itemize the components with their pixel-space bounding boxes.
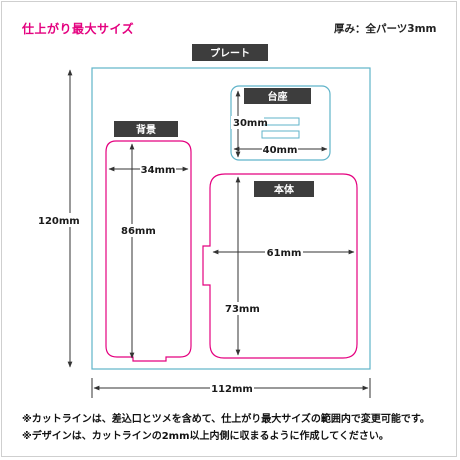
back-label-box — [114, 121, 178, 137]
plate-height-label: 120mm — [38, 216, 80, 227]
plate-label: プレート — [210, 47, 250, 60]
plate-label-box — [192, 44, 268, 61]
base-slot-bottom — [261, 130, 300, 139]
back-label: 背景 — [136, 123, 156, 136]
base-label: 台座 — [268, 90, 288, 103]
base-height-label: 30mm — [233, 118, 268, 129]
note-design-margin: ※デザインは、カットラインの2mm以上内側に収まるように作成してください。 — [22, 431, 389, 442]
back-height-label: 86mm — [121, 226, 156, 237]
plate-width-label: 112mm — [211, 384, 253, 395]
body-label: 本体 — [274, 183, 295, 196]
back-cut-outline — [105, 140, 192, 362]
body-width-label: 61mm — [267, 248, 302, 259]
base-width-label: 40mm — [263, 145, 298, 156]
back-width-label: 34mm — [141, 165, 176, 176]
note-cutline: ※カットラインは、差込口とツメを含めて、仕上がり最大サイズの範囲内で変更可能です… — [22, 414, 430, 425]
page-title: 仕上がり最大サイズ — [22, 22, 135, 36]
body-cut-outline — [202, 173, 358, 359]
thickness-note: 厚み：全パーツ3mm — [334, 23, 437, 35]
body-label-box — [254, 181, 314, 197]
body-height-label: 73mm — [225, 304, 260, 315]
base-label-box — [244, 88, 311, 104]
